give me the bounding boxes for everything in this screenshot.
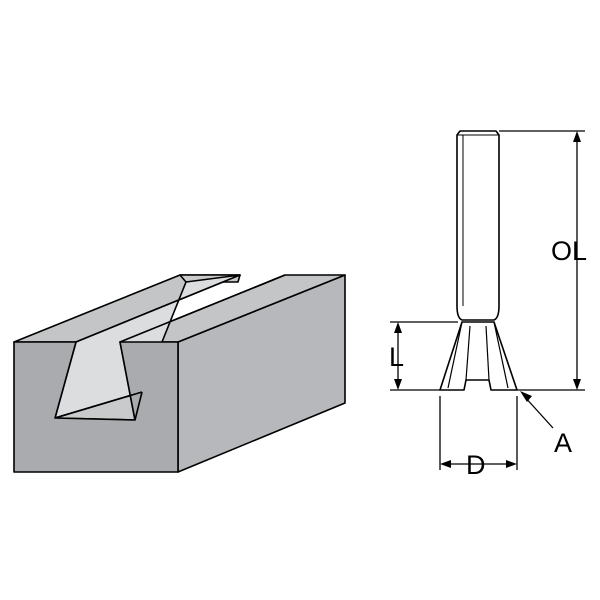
- groove-edge-bottom-right: [134, 391, 143, 421]
- groove-edge-bottom-left: [54, 391, 143, 419]
- l-label: L: [389, 342, 404, 372]
- d-arrow-left: [440, 460, 451, 468]
- router-bit: [439, 130, 518, 391]
- flute-line-mid: [465, 325, 471, 381]
- ol-arrow-bottom: [573, 379, 581, 390]
- flute-line-mid-right: [485, 325, 490, 381]
- bit-shank: [456, 130, 500, 321]
- ol-arrow-top: [573, 131, 581, 142]
- flute-line-left: [447, 321, 463, 389]
- l-arrow-bottom: [394, 379, 402, 390]
- l-arrow-top: [394, 322, 402, 333]
- a-arrow: [520, 391, 532, 402]
- flute-line-right: [493, 321, 509, 389]
- d-label: D: [466, 450, 486, 480]
- a-label: A: [554, 428, 572, 458]
- a-leader-line: [523, 395, 554, 429]
- bit-cutter-head: [439, 321, 518, 391]
- arrowheads: [394, 131, 581, 468]
- dimension-lines: [390, 130, 585, 470]
- groove-edge-right: [119, 274, 286, 343]
- d-arrow-right: [506, 460, 517, 468]
- workpiece-block: [13, 274, 346, 473]
- ol-label: OL: [551, 236, 587, 266]
